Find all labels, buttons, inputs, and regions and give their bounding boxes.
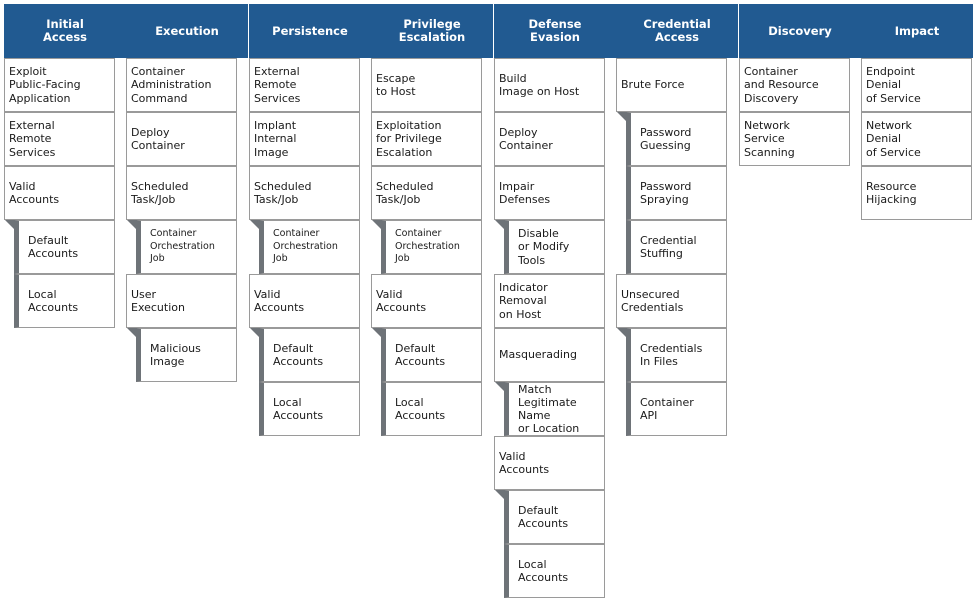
sub-technique-cell[interactable]: Credential Stuffing xyxy=(626,220,727,274)
technique-cell[interactable]: Scheduled Task/Job xyxy=(126,166,237,220)
sub-technique-cell[interactable]: Container API xyxy=(626,382,727,436)
subtechnique-notch xyxy=(495,382,505,392)
sub-technique-cell[interactable]: Default Accounts xyxy=(14,220,115,274)
sub-technique-cell[interactable]: Local Accounts xyxy=(381,382,482,436)
tactic-header: Discovery xyxy=(739,4,861,58)
technique-cell[interactable]: Valid Accounts xyxy=(494,436,605,490)
subtechnique-notch xyxy=(127,328,137,338)
sub-technique-cell[interactable]: Password Spraying xyxy=(626,166,727,220)
technique-cell[interactable]: Brute Force xyxy=(616,58,727,112)
subtechnique-notch xyxy=(250,220,260,230)
sub-technique-cell[interactable]: Default Accounts xyxy=(259,328,360,382)
subtechnique-notch xyxy=(495,490,505,500)
technique-cell[interactable]: Network Service Scanning xyxy=(739,112,850,166)
technique-cell[interactable]: Indicator Removal on Host xyxy=(494,274,605,328)
sub-technique-cell[interactable]: Default Accounts xyxy=(504,490,605,544)
subtechnique-notch xyxy=(617,328,627,338)
sub-technique-cell[interactable]: Default Accounts xyxy=(381,328,482,382)
subtechnique-notch xyxy=(5,220,15,230)
technique-cell[interactable]: Resource Hijacking xyxy=(861,166,972,220)
technique-cell[interactable]: Impair Defenses xyxy=(494,166,605,220)
technique-cell[interactable]: External Remote Services xyxy=(249,58,360,112)
technique-cell[interactable]: Valid Accounts xyxy=(371,274,482,328)
tactic-header: Credential Access xyxy=(616,4,738,58)
technique-cell[interactable]: Escape to Host xyxy=(371,58,482,112)
sub-technique-cell[interactable]: Match Legitimate Name or Location xyxy=(504,382,605,436)
technique-cell[interactable]: Exploitation for Privilege Escalation xyxy=(371,112,482,166)
technique-cell[interactable]: User Execution xyxy=(126,274,237,328)
tactic-header: Persistence xyxy=(249,4,371,58)
technique-cell[interactable]: Implant Internal Image xyxy=(249,112,360,166)
sub-technique-cell[interactable]: Local Accounts xyxy=(259,382,360,436)
tactic-header: Execution xyxy=(126,4,248,58)
technique-cell[interactable]: Scheduled Task/Job xyxy=(371,166,482,220)
technique-cell[interactable]: Network Denial of Service xyxy=(861,112,972,166)
technique-cell[interactable]: Endpoint Denial of Service xyxy=(861,58,972,112)
sub-technique-cell[interactable]: Malicious Image xyxy=(136,328,237,382)
technique-cell[interactable]: Valid Accounts xyxy=(249,274,360,328)
subtechnique-notch xyxy=(617,112,627,122)
technique-cell[interactable]: Scheduled Task/Job xyxy=(249,166,360,220)
subtechnique-notch xyxy=(372,328,382,338)
technique-cell[interactable]: Valid Accounts xyxy=(4,166,115,220)
subtechnique-notch xyxy=(495,220,505,230)
technique-cell[interactable]: Build Image on Host xyxy=(494,58,605,112)
sub-technique-cell[interactable]: Disable or Modify Tools xyxy=(504,220,605,274)
technique-cell[interactable]: External Remote Services xyxy=(4,112,115,166)
sub-technique-cell[interactable]: Local Accounts xyxy=(504,544,605,598)
subtechnique-notch xyxy=(250,328,260,338)
technique-cell[interactable]: Deploy Container xyxy=(126,112,237,166)
technique-cell[interactable]: Masquerading xyxy=(494,328,605,382)
technique-cell[interactable]: Unsecured Credentials xyxy=(616,274,727,328)
sub-technique-cell[interactable]: Credentials In Files xyxy=(626,328,727,382)
sub-technique-cell[interactable]: Container Orchestration Job xyxy=(381,220,482,274)
technique-cell[interactable]: Exploit Public-Facing Application xyxy=(4,58,115,112)
tactic-header: Impact xyxy=(861,4,973,58)
sub-technique-cell[interactable]: Container Orchestration Job xyxy=(136,220,237,274)
sub-technique-cell[interactable]: Password Guessing xyxy=(626,112,727,166)
tactic-header: Defense Evasion xyxy=(494,4,616,58)
tactic-header: Initial Access xyxy=(4,4,126,58)
subtechnique-notch xyxy=(127,220,137,230)
technique-cell[interactable]: Container Administration Command xyxy=(126,58,237,112)
sub-technique-cell[interactable]: Local Accounts xyxy=(14,274,115,328)
sub-technique-cell[interactable]: Container Orchestration Job xyxy=(259,220,360,274)
tactic-header: Privilege Escalation xyxy=(371,4,493,58)
technique-cell[interactable]: Deploy Container xyxy=(494,112,605,166)
technique-cell[interactable]: Container and Resource Discovery xyxy=(739,58,850,112)
subtechnique-notch xyxy=(372,220,382,230)
